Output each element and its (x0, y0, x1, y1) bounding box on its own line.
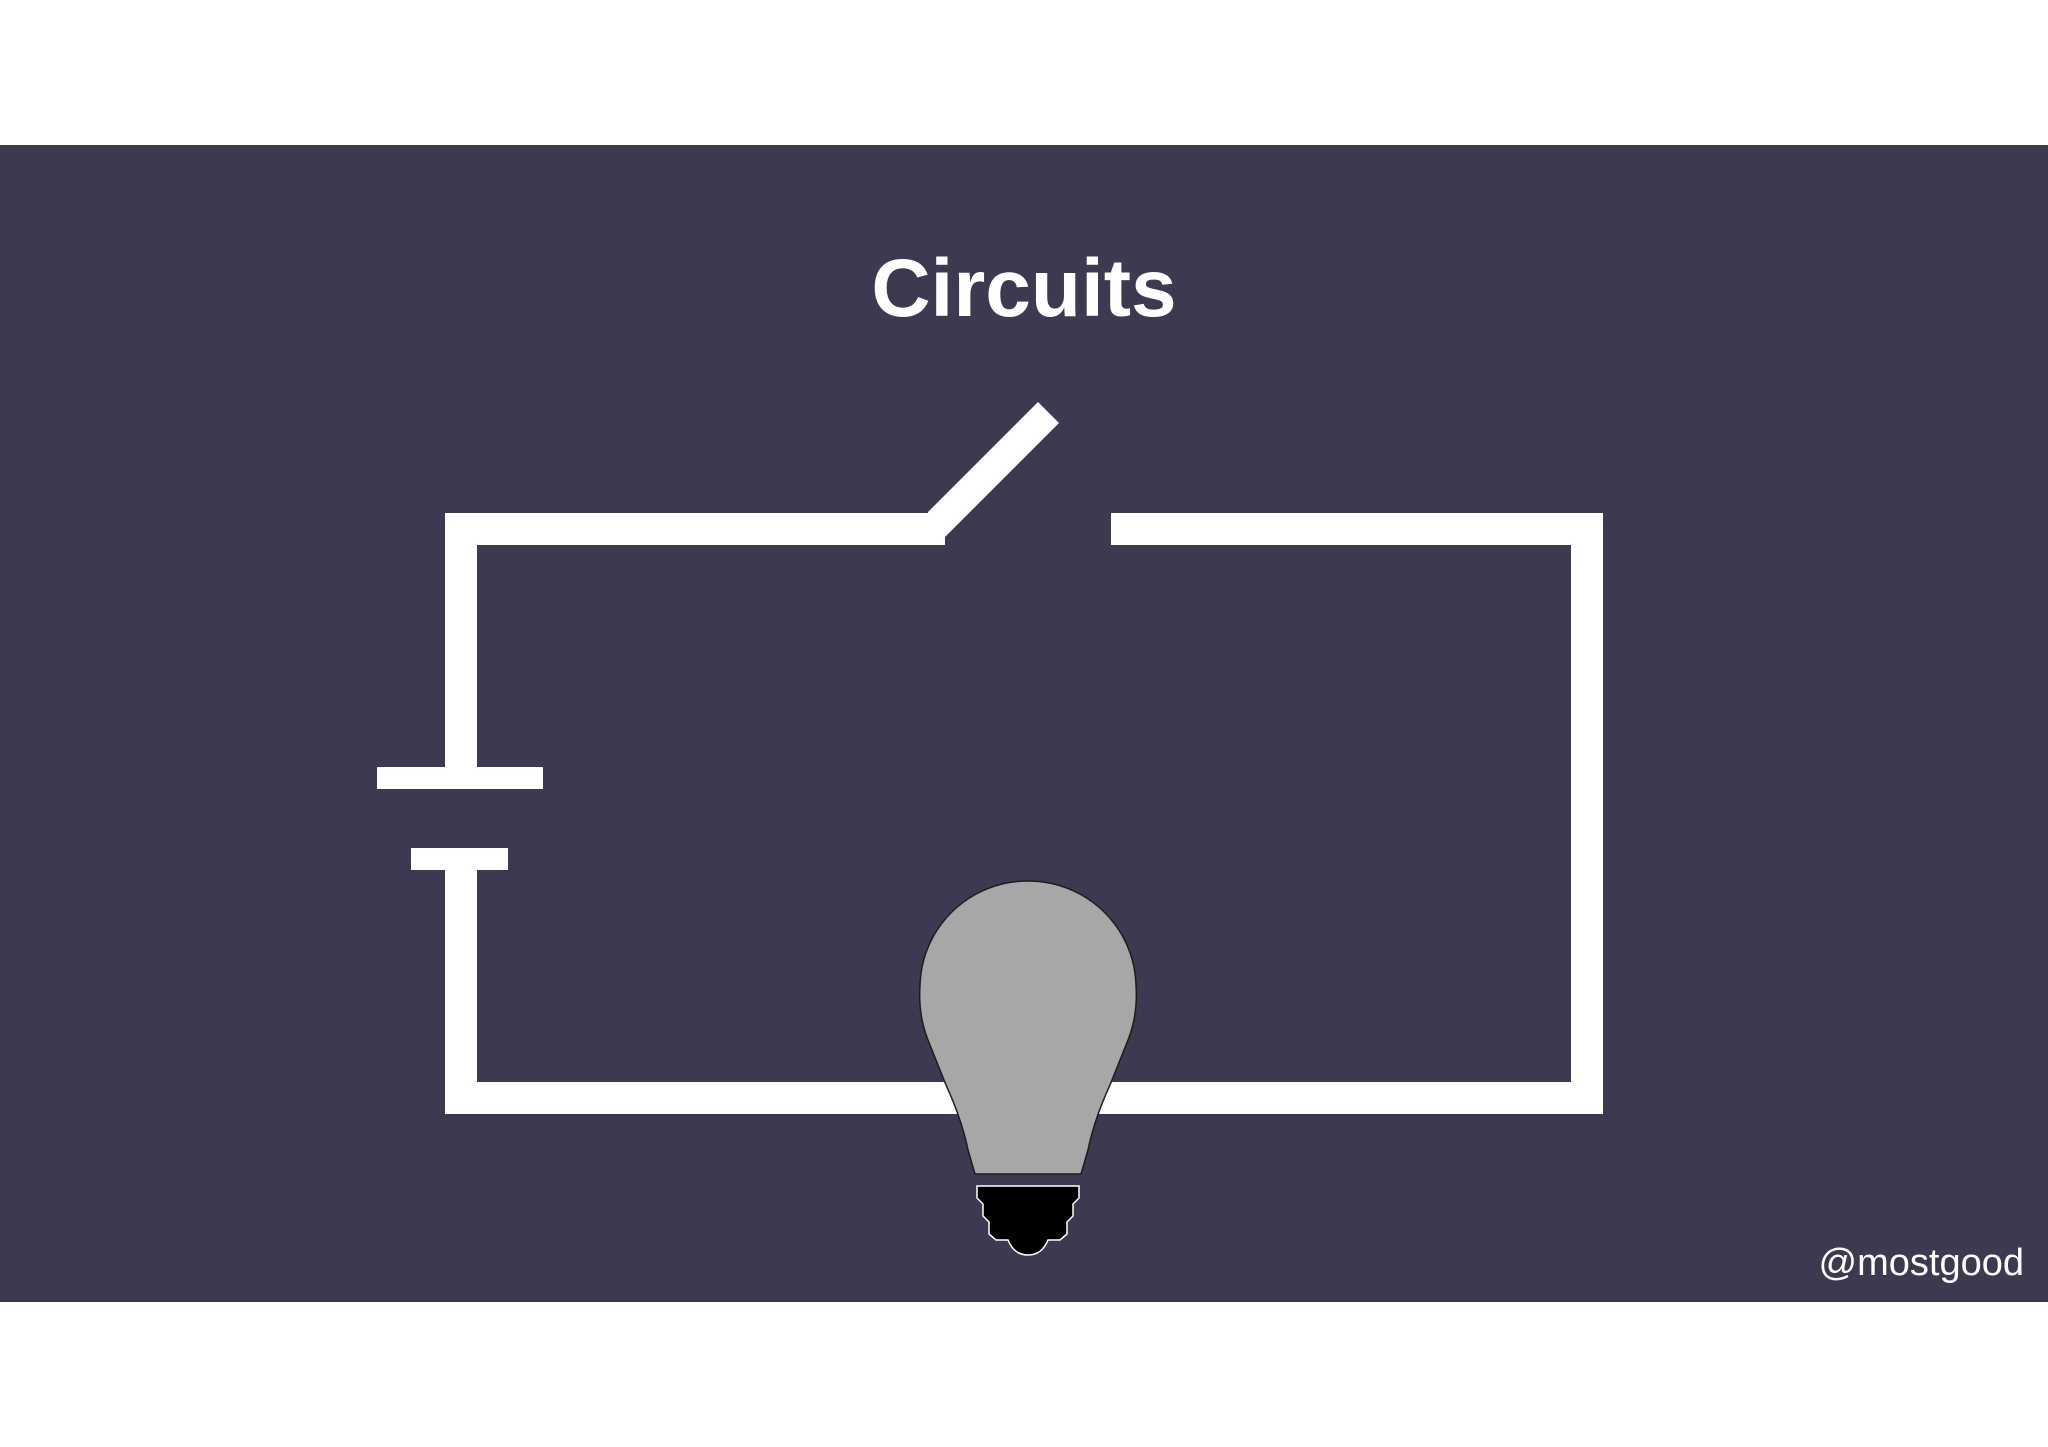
bulb-base (976, 1185, 1080, 1256)
wire-right (1571, 513, 1603, 1114)
wire-left-upper (445, 513, 477, 767)
open-switch-icon (928, 402, 1059, 537)
slide-title: Circuits (871, 243, 1177, 334)
wire-top-left (445, 513, 945, 545)
wire-bottom-right (1095, 1082, 1603, 1114)
switch-lever (928, 402, 1059, 537)
battery-long-plate (377, 767, 543, 789)
wire-bottom-left (445, 1082, 961, 1114)
wire-left-lower (445, 868, 477, 1114)
bulb-glass (918, 880, 1138, 1175)
author-handle: @mostgood (1818, 1242, 2024, 1284)
light-bulb-icon (918, 880, 1138, 1256)
battery-icon (377, 767, 543, 870)
wire-top-right (1111, 513, 1603, 545)
battery-short-plate (411, 848, 508, 870)
circuit-wires (445, 513, 1603, 1114)
